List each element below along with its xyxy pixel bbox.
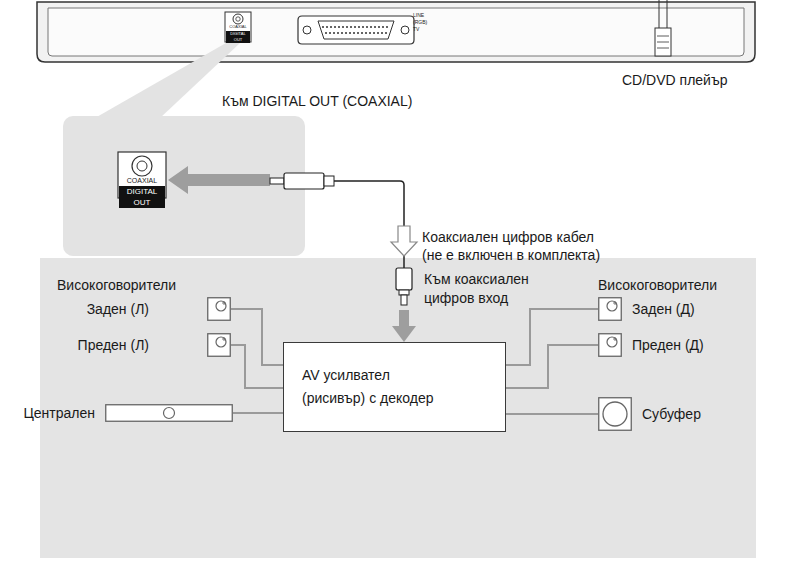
- player-illustration: [233, 14, 243, 24]
- speaker-icon: [207, 297, 231, 321]
- device-label: CD/DVD плейър: [622, 71, 727, 89]
- speaker: Субуфер: [598, 397, 701, 431]
- player-illustration: [322, 26, 390, 28]
- box-label: AV усилвател (рисивър) с декодер: [302, 364, 447, 410]
- speaker-label-wrap: Преден (Д): [632, 336, 704, 354]
- amplifier-box: AV усилвател (рисивър) с декодер: [283, 342, 506, 432]
- player-illustration: [303, 26, 311, 34]
- speaker-label: Централен: [23, 404, 95, 422]
- coaxial-cable: [399, 290, 409, 295]
- speaker-label: Преден (Д): [632, 336, 704, 354]
- speaker-icon: [598, 297, 622, 321]
- speaker-label-wrap: Заден (Д): [632, 300, 695, 318]
- player-illustration: [667, 0, 668, 28]
- system-panel: [40, 258, 756, 558]
- player-illustration: [236, 17, 240, 21]
- speaker-wire: [506, 309, 598, 365]
- speaker-cabinet: [599, 398, 632, 431]
- speaker-label-wrap: Централен: [23, 404, 95, 422]
- zoom-inset: [95, 43, 240, 118]
- player-illustration: [657, 48, 669, 49]
- speaker-icon: [598, 333, 622, 357]
- player-illustration: [401, 26, 409, 34]
- speaker-icon: [598, 397, 632, 431]
- coaxial-cable: [284, 173, 324, 189]
- speaker-cabinet: [208, 298, 231, 321]
- player-illustration: [657, 36, 669, 37]
- speaker: Заден (Л): [87, 297, 231, 321]
- speaker-tweeter: [223, 302, 225, 304]
- zoom-inset: [137, 161, 147, 171]
- coaxial-cable: [270, 178, 284, 184]
- speaker-label-wrap: Преден (Л): [78, 336, 149, 354]
- connector-label: Към коаксиален цифров вход: [424, 270, 554, 308]
- speaker-cone: [216, 337, 226, 347]
- zoom-inset: [63, 116, 305, 256]
- speaker-tweeter: [614, 302, 616, 304]
- speaker: Заден (Д): [598, 297, 695, 321]
- speaker-cabinet: [208, 334, 231, 357]
- speaker-cone: [603, 402, 627, 426]
- speaker-cone: [216, 301, 226, 311]
- player-illustration: [298, 16, 414, 44]
- speaker-label: Заден (Л): [87, 300, 149, 318]
- player-illustration: [37, 2, 755, 62]
- speaker-tweeter: [223, 338, 225, 340]
- coaxial-cable: [392, 310, 416, 342]
- player-illustration: [325, 32, 387, 34]
- connector-label: Към DIGITAL OUT (COAXIAL): [222, 92, 412, 110]
- coaxial-cable: [396, 268, 412, 290]
- speaker-cabinet: [599, 298, 622, 321]
- speaker-wire: [231, 345, 283, 388]
- box-text-wrap: AV усилвател (рисивър) с декодер: [302, 364, 447, 410]
- speaker-icon: [105, 404, 233, 422]
- speaker-wire: [506, 413, 598, 415]
- group-heading: Високоговорители: [57, 276, 176, 294]
- coaxial-cable: [401, 295, 407, 305]
- jack-text: DIGITAL OUT: [119, 186, 165, 208]
- speaker-cone: [607, 301, 617, 311]
- speaker-label: Преден (Л): [78, 336, 149, 354]
- player-illustration: [318, 21, 394, 39]
- player-illustration: [657, 42, 669, 43]
- player-illustration: [659, 0, 660, 28]
- speaker-tweeter: [614, 338, 616, 340]
- zoom-inset: [132, 156, 152, 176]
- speaker-icon: [207, 333, 231, 357]
- coaxial-cable: [270, 173, 417, 342]
- jack-text: COAXIAL: [118, 176, 166, 185]
- player-illustration: [48, 8, 744, 56]
- coaxial-cable: [391, 226, 417, 256]
- coaxial-cable: [324, 176, 334, 186]
- jack-text: COAXIAL: [225, 24, 251, 29]
- speaker: Централен: [23, 404, 233, 422]
- coaxial-cable: [334, 181, 404, 268]
- speaker: Преден (Д): [598, 333, 704, 357]
- zoom-inset: [63, 43, 305, 256]
- speaker-wire: [233, 412, 283, 414]
- player-illustration: [225, 12, 251, 42]
- speaker-cabinet: [599, 334, 622, 357]
- player-illustration: [37, 0, 755, 62]
- speaker-label-wrap: Субуфер: [642, 405, 701, 423]
- speaker-label-wrap: Заден (Л): [87, 300, 149, 318]
- speaker-label: Субуфер: [642, 405, 701, 423]
- speaker: Преден (Л): [78, 333, 231, 357]
- zoom-inset: [168, 166, 270, 194]
- speaker-wire: [231, 309, 283, 365]
- speaker-cone: [607, 337, 617, 347]
- speaker-wire: [506, 345, 598, 388]
- speaker-cone: [164, 408, 175, 419]
- cable-label: Коаксиален цифров кабел (не е включен в …: [422, 228, 610, 264]
- port-text: LINE (RGB) TV: [413, 12, 431, 33]
- group-heading: Високоговорители: [598, 276, 717, 294]
- speaker-cabinet: [106, 405, 233, 422]
- player-illustration: [655, 28, 671, 56]
- jack-text: DIGITAL OUT: [226, 31, 250, 43]
- speaker-label: Заден (Д): [632, 300, 695, 318]
